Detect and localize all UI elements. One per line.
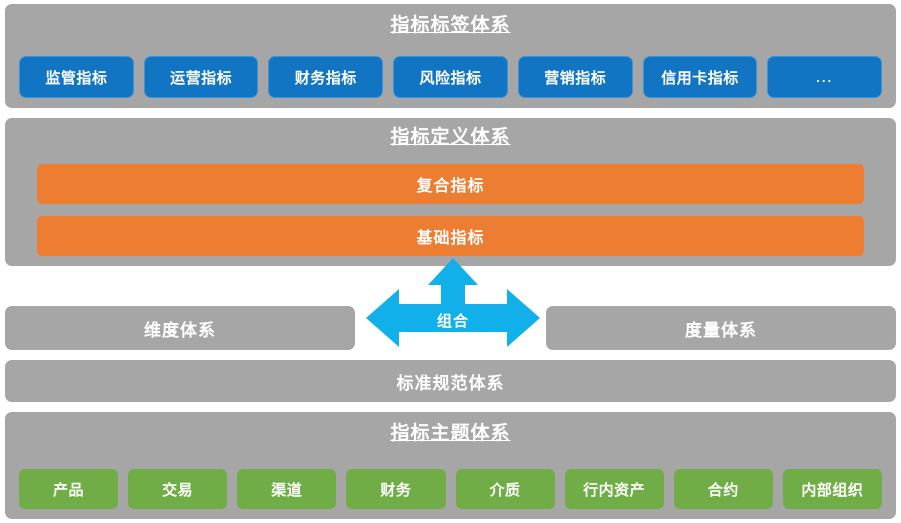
tag-chip-credit-card[interactable]: 信用卡指标 (642, 56, 758, 98)
definition-system-title: 指标定义体系 (390, 127, 511, 148)
tag-chip-row: 监管指标 运营指标 财务指标 风险指标 营销指标 信用卡指标 ... (19, 56, 883, 98)
tag-system-title: 指标标签体系 (390, 15, 511, 36)
dimension-system-panel: 维度体系 (5, 306, 355, 350)
topic-system-title: 指标主题体系 (390, 423, 511, 444)
topic-chip-finance[interactable]: 财务 (346, 469, 446, 509)
tag-chip-regulatory[interactable]: 监管指标 (19, 56, 134, 98)
topic-chip-internal-assets[interactable]: 行内资产 (564, 469, 664, 509)
topic-chip-internal-org[interactable]: 内部组织 (782, 469, 882, 509)
combination-arrow: 组合 (366, 258, 540, 350)
tri-direction-arrow-icon (366, 258, 540, 347)
tag-chip-finance[interactable]: 财务指标 (268, 56, 384, 98)
standard-system-panel: 标准规范体系 (5, 360, 896, 402)
tag-chip-more[interactable]: ... (767, 56, 883, 98)
topic-chip-transaction[interactable]: 交易 (128, 469, 228, 509)
topic-system-panel: 指标主题体系 产品 交易 渠道 财务 介质 行内资产 合约 内部组织 (5, 412, 896, 519)
measure-system-panel: 度量体系 (546, 306, 896, 350)
topic-chip-contract[interactable]: 合约 (673, 469, 773, 509)
definition-system-panel: 指标定义体系 复合指标 基础指标 (5, 118, 896, 266)
measure-system-label: 度量体系 (685, 320, 757, 340)
tag-chip-risk[interactable]: 风险指标 (393, 56, 508, 98)
topic-chip-channel[interactable]: 渠道 (237, 469, 337, 509)
topic-chip-product[interactable]: 产品 (19, 469, 119, 509)
topic-chip-medium[interactable]: 介质 (455, 469, 555, 509)
standard-system-label: 标准规范体系 (396, 373, 505, 393)
tag-system-panel: 指标标签体系 监管指标 运营指标 财务指标 风险指标 营销指标 信用卡指标 ..… (5, 4, 896, 108)
dimension-system-label: 维度体系 (144, 320, 216, 340)
tag-chip-operations[interactable]: 运营指标 (143, 56, 259, 98)
definition-bar-composite[interactable]: 复合指标 (37, 164, 864, 204)
topic-chip-row: 产品 交易 渠道 财务 介质 行内资产 合约 内部组织 (19, 469, 882, 509)
tag-chip-marketing[interactable]: 营销指标 (517, 56, 633, 98)
definition-bar-basic[interactable]: 基础指标 (37, 216, 864, 256)
